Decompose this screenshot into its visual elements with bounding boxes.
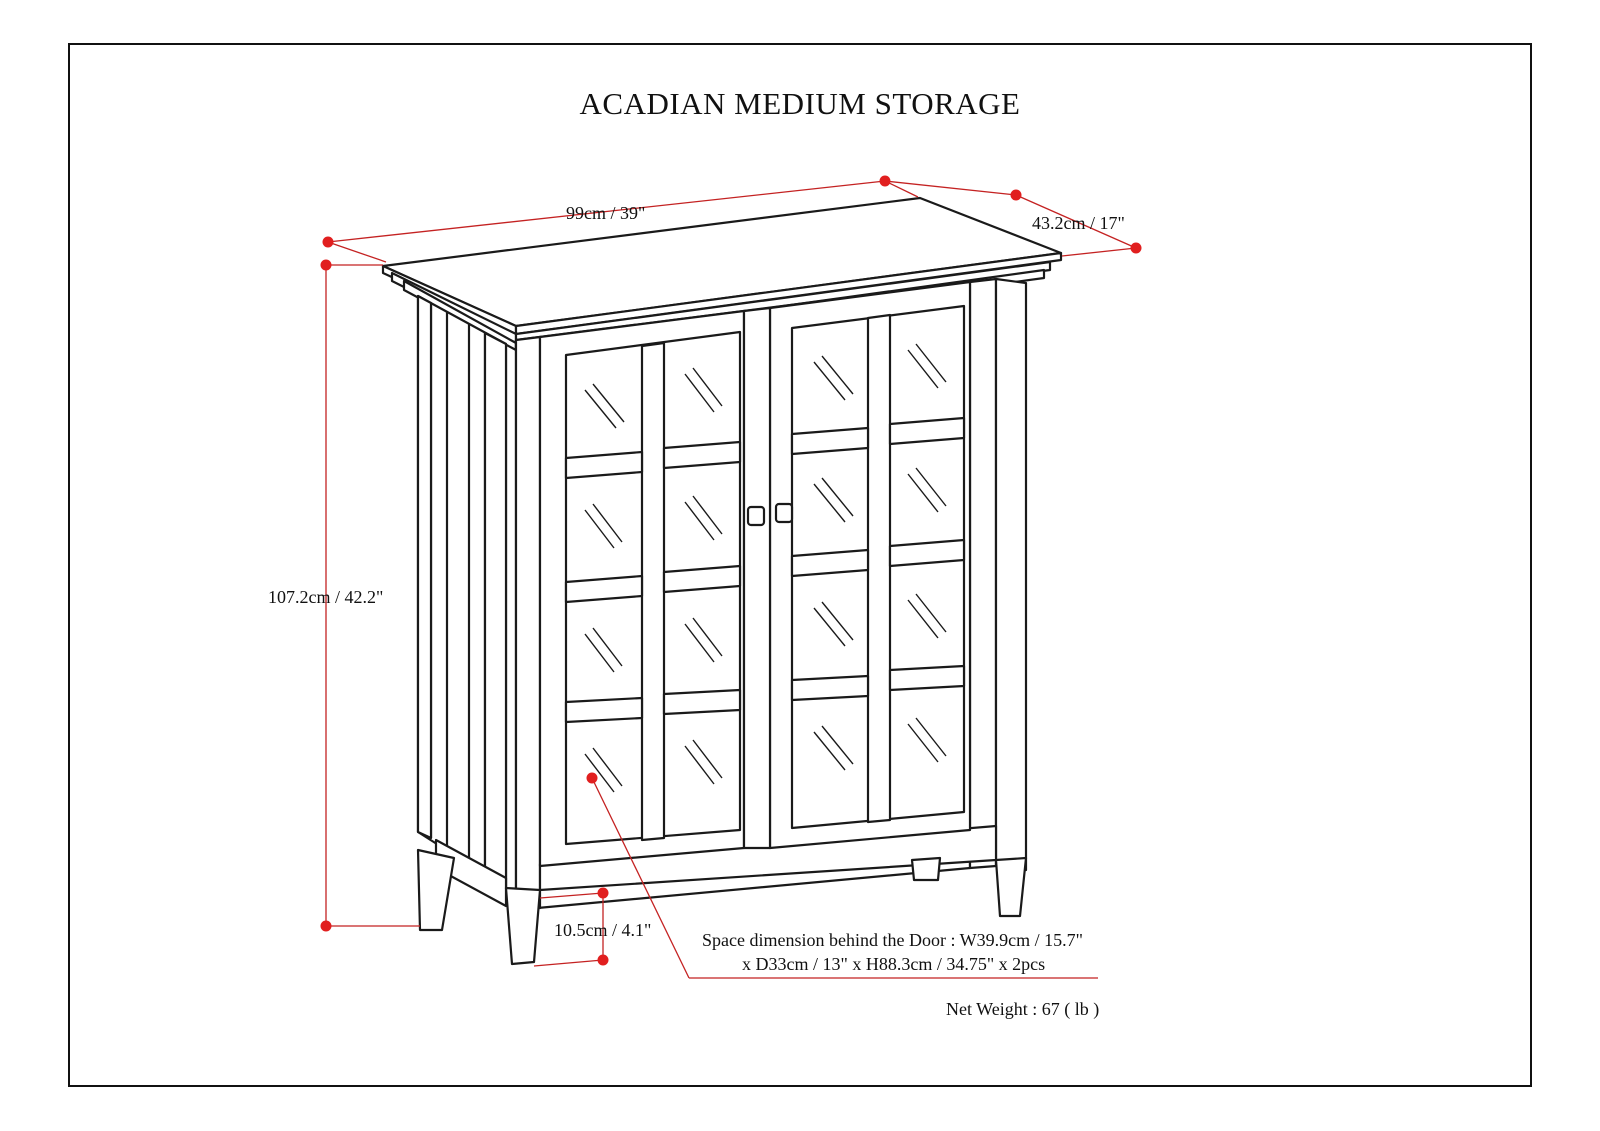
net-weight-label: Net Weight : 67 ( lb ) <box>946 999 1100 1019</box>
dimension-lines <box>325 180 1137 979</box>
space-note-line1: Space dimension behind the Door : W39.9c… <box>702 930 1083 950</box>
left-door <box>538 309 746 868</box>
right-door-knob <box>774 502 794 524</box>
side-panel <box>416 294 508 890</box>
back-right-leg <box>910 856 942 882</box>
door-center-gap <box>742 306 772 850</box>
dimension-dots <box>320 175 1142 966</box>
height-label: 107.2cm / 42.2" <box>268 587 384 607</box>
left-door-knob <box>746 505 766 527</box>
front-right-leg <box>994 856 1028 918</box>
page-title: ACADIAN MEDIUM STORAGE <box>579 86 1021 121</box>
front-left-leg <box>504 886 542 966</box>
width-label: 99cm / 39" <box>566 203 646 223</box>
clearance-label: 10.5cm / 4.1" <box>554 920 652 940</box>
back-left-leg <box>416 848 456 932</box>
right-door <box>768 280 972 850</box>
frame-border <box>68 43 1532 1087</box>
space-note-line2: x D33cm / 13" x H88.3cm / 34.75" x 2pcs <box>742 954 1046 974</box>
depth-label: 43.2cm / 17" <box>1032 213 1125 233</box>
